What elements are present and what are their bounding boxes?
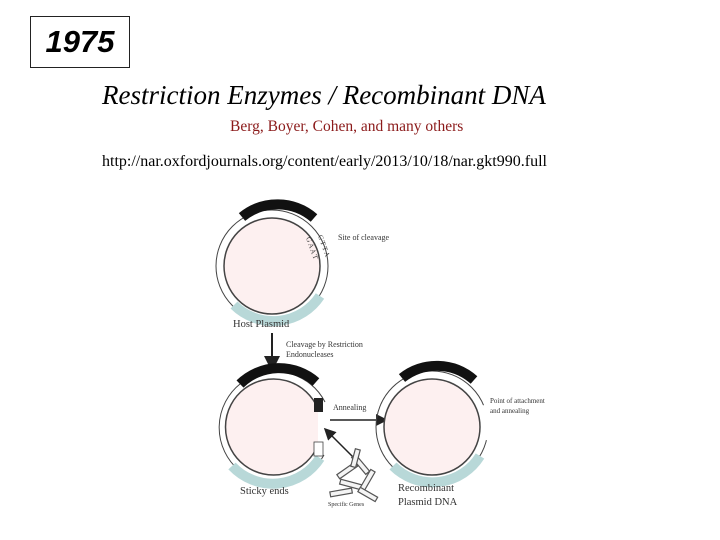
page-title: Restriction Enzymes / Recombinant DNA xyxy=(102,80,546,110)
cleaved-plasmid xyxy=(218,363,326,489)
recombinant-label-line1: Recombinant xyxy=(398,483,454,494)
cleavage-label-line2: Endonucleases xyxy=(286,350,334,359)
recombinant-dark-segment xyxy=(398,360,478,384)
sticky-end-top xyxy=(314,398,323,412)
source-url: http://nar.oxfordjournals.org/content/ea… xyxy=(102,153,547,170)
recombinant-label-line2: Plasmid DNA xyxy=(398,497,458,508)
cleaved-inner xyxy=(224,378,319,476)
sticky-ends-label: Sticky ends xyxy=(240,486,289,497)
point-of-attachment-line1: Point of attachment xyxy=(490,397,545,405)
host-dark-segment xyxy=(238,199,318,222)
point-of-attachment-line2: and annealing xyxy=(490,407,530,415)
cleavage-label-line1: Cleavage by Restriction xyxy=(286,340,363,349)
host-plasmid-inner xyxy=(223,217,321,315)
year-label: 1975 xyxy=(30,16,130,68)
host-plasmid-label: Host Plasmid xyxy=(233,319,290,330)
specific-gene-fragments xyxy=(329,448,379,503)
recombinant-insert-segment xyxy=(480,403,492,442)
specific-genes-label: Specific Genes xyxy=(328,501,365,508)
host-plasmid: G A A T C T T A xyxy=(215,199,331,327)
page-subtitle: Berg, Boyer, Cohen, and many others xyxy=(230,118,464,135)
recombinant-inner xyxy=(383,378,481,476)
cleaved-teal-segment xyxy=(228,455,325,489)
sticky-end-bottom xyxy=(313,441,324,457)
annealing-label: Annealing xyxy=(333,403,366,412)
cleaved-dark-segment xyxy=(236,363,320,388)
recombinant-plasmid xyxy=(375,360,492,488)
gene-insert-arrow xyxy=(323,427,357,461)
host-teal-segment xyxy=(230,293,325,327)
site-of-cleavage-label: Site of cleavage xyxy=(338,233,390,242)
recombinant-teal-segment xyxy=(389,453,485,488)
